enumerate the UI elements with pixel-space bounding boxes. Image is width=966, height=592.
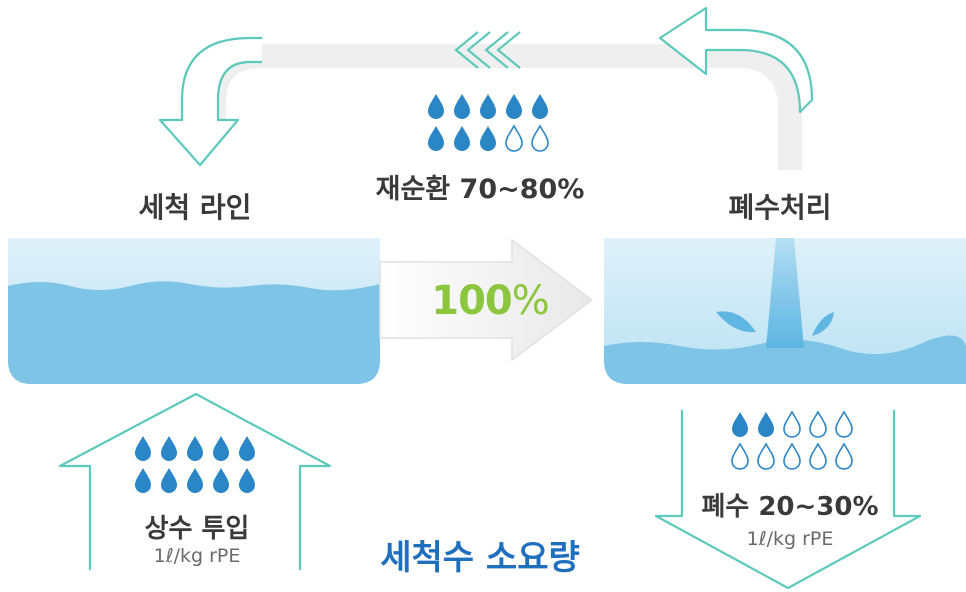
wastewater-treatment-label: 폐수처리 [728, 191, 832, 224]
water-drop-filled-icon [532, 94, 548, 119]
wastewater-unit: 1ℓ/kg rPE [746, 528, 834, 550]
right-arrow-icon [379, 238, 594, 362]
water-drop-filled-icon [213, 468, 229, 493]
water-drop-empty-icon [835, 410, 853, 438]
wash-line-tank [8, 238, 380, 384]
water-drop-filled-icon [758, 412, 774, 437]
water-drop-empty-icon [835, 442, 853, 470]
water-drop-empty-icon [783, 410, 801, 438]
water-drop-empty-icon [809, 442, 827, 470]
water-drop-filled-icon [428, 126, 444, 151]
water-drop-filled-icon [454, 94, 470, 119]
down-arrow-icon [654, 410, 922, 590]
water-drop-filled-icon [732, 412, 748, 437]
water-drop-filled-icon [161, 468, 177, 493]
curved-arrow-icon [658, 6, 814, 114]
water-drop-filled-icon [187, 436, 203, 461]
water-drop-empty-icon [731, 442, 749, 470]
water-drop-filled-icon [239, 436, 255, 461]
double-chevron-left-icon [454, 31, 521, 69]
flow-percent-unit: % [511, 278, 550, 324]
water-drop-empty-icon [809, 410, 827, 438]
recycle-drops [428, 94, 549, 152]
water-drop-filled-icon [506, 94, 522, 119]
wastewater-tank [604, 238, 966, 384]
water-drop-filled-icon [187, 468, 203, 493]
water-drop-filled-icon [135, 436, 151, 461]
water-input-unit: 1ℓ/kg rPE [153, 545, 241, 567]
wash-line-label: 세척 라인 [138, 191, 252, 224]
water-input-label: 상수 투입 [144, 514, 250, 544]
water-jet [766, 238, 804, 348]
wastewater-drops [731, 410, 853, 470]
splash-left [716, 311, 756, 333]
splash-right [812, 312, 834, 336]
page-title: 세척수 소요량 [380, 538, 580, 578]
curved-down-arrow-icon [158, 36, 262, 167]
water-drop-filled-icon [480, 126, 496, 151]
water-drop-filled-icon [135, 468, 151, 493]
flow-percent: 100% [420, 278, 560, 324]
water-drop-empty-icon [757, 442, 775, 470]
water-drop-filled-icon [428, 94, 444, 119]
recycle-label: 재순환 70~80% [375, 174, 585, 205]
water-drop-filled-icon [161, 436, 177, 461]
input-drops [135, 436, 255, 493]
water-drop-filled-icon [454, 126, 470, 151]
wastewater-label: 폐수 20~30% [701, 492, 879, 522]
water-drop-filled-icon [480, 94, 496, 119]
water-drop-filled-icon [213, 436, 229, 461]
water-drop-empty-icon [505, 124, 523, 152]
water-drop-filled-icon [239, 468, 255, 493]
water-drop-empty-icon [531, 124, 549, 152]
flow-percent-number: 100 [431, 278, 512, 324]
water-drop-empty-icon [783, 442, 801, 470]
